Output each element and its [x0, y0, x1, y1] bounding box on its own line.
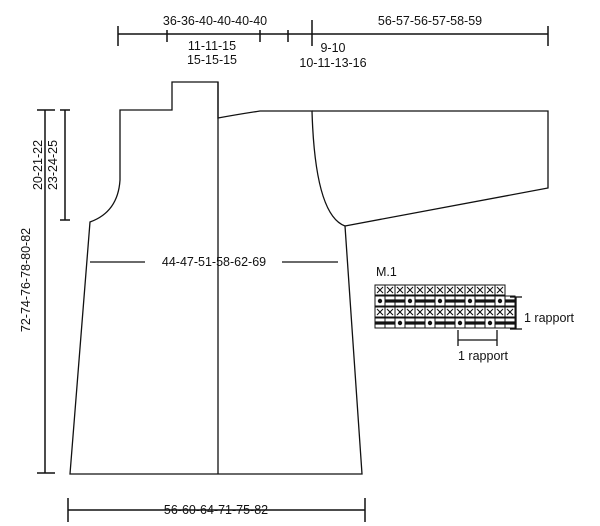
dash-symbol — [435, 321, 445, 325]
cross-symbol — [436, 308, 444, 316]
cross-symbol — [406, 308, 414, 316]
cross-symbol — [426, 308, 434, 316]
dash-symbol — [375, 321, 385, 325]
cross-symbol — [426, 286, 434, 294]
dot-symbol — [407, 298, 413, 304]
cross-symbol — [406, 286, 414, 294]
cross-symbol — [466, 308, 474, 316]
cross-symbol — [486, 286, 494, 294]
cross-symbol — [456, 286, 464, 294]
dash-symbol — [395, 299, 405, 303]
repeat-label-right: 1 rapport — [524, 311, 575, 325]
cross-symbol — [386, 286, 394, 294]
dot-symbol — [397, 320, 403, 326]
top-dimension-line — [117, 20, 549, 46]
cross-symbol — [416, 286, 424, 294]
dash-symbol — [445, 299, 455, 303]
cross-symbol — [466, 286, 474, 294]
pattern-chart — [374, 284, 516, 329]
dot-symbol — [487, 320, 493, 326]
dash-symbol — [415, 321, 425, 325]
repeat-indicator-bottom — [457, 330, 498, 346]
dash-symbol — [485, 299, 495, 303]
dash-symbol — [505, 299, 515, 303]
dot-symbol — [427, 320, 433, 326]
dot-symbol — [437, 298, 443, 304]
cross-symbol — [376, 286, 384, 294]
dot-symbol — [377, 298, 383, 304]
dash-symbol — [465, 321, 475, 325]
chest-width-label: 44-47-51-58-62-69 — [162, 255, 266, 269]
cross-symbol — [376, 308, 384, 316]
dot-symbol — [497, 298, 503, 304]
sleeve-length-label: 56-57-56-57-58-59 — [378, 14, 482, 28]
repeat-label-bottom: 1 rapport — [458, 349, 509, 363]
dash-symbol — [405, 321, 415, 325]
dash-symbol — [425, 299, 435, 303]
cross-symbol — [486, 308, 494, 316]
cross-symbol — [446, 286, 454, 294]
dash-symbol — [475, 299, 485, 303]
cross-symbol — [506, 308, 514, 316]
left-dimension-lines — [37, 109, 70, 474]
cross-symbol — [476, 308, 484, 316]
armhole-depth-label-2: 23-24-25 — [46, 140, 60, 190]
dash-symbol — [385, 299, 395, 303]
sleeve-outline — [312, 110, 549, 227]
dash-symbol — [415, 299, 425, 303]
dash-symbol — [385, 321, 395, 325]
cross-symbol — [456, 308, 464, 316]
cross-symbol — [396, 286, 404, 294]
cross-symbol — [496, 308, 504, 316]
cross-symbol — [496, 286, 504, 294]
dash-symbol — [475, 321, 485, 325]
cross-symbol — [446, 308, 454, 316]
armhole-depth-label: 20-21-22 — [31, 140, 45, 190]
cross-symbol — [416, 308, 424, 316]
neck-width-label-2: 15-15-15 — [187, 53, 237, 67]
body-outline — [69, 81, 363, 475]
cross-symbol — [436, 286, 444, 294]
shoulder-width-label-2: 10-11-13-16 — [299, 56, 366, 70]
top-back-width-label: 36-36-40-40-40-40 — [163, 14, 267, 28]
bottom-width-label: 56-60-64-71-75-82 — [164, 503, 268, 517]
dash-symbol — [445, 321, 455, 325]
dot-symbol — [457, 320, 463, 326]
dash-symbol — [455, 299, 465, 303]
repeat-indicator-right — [510, 296, 522, 330]
cross-symbol — [386, 308, 394, 316]
cross-symbol — [476, 286, 484, 294]
dash-symbol — [495, 321, 505, 325]
bottom-dimension-line — [67, 498, 366, 522]
cross-symbol — [396, 308, 404, 316]
chart-title: M.1 — [376, 265, 397, 279]
shoulder-width-label: 9-10 — [320, 41, 345, 55]
neck-width-label: 11-11-15 — [188, 39, 236, 53]
total-length-label: 72-74-76-78-80-82 — [19, 228, 33, 332]
dash-symbol — [505, 321, 515, 325]
dot-symbol — [467, 298, 473, 304]
